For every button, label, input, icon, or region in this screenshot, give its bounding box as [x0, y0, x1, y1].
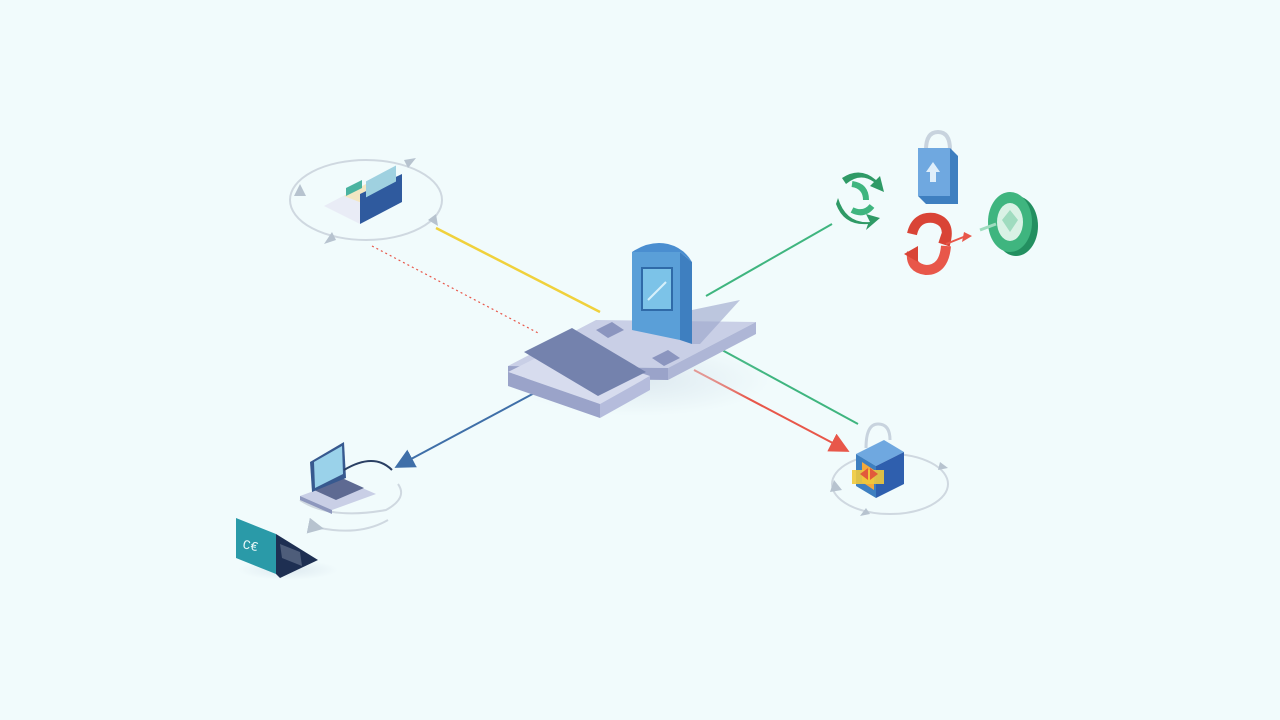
- dashboard-screen-icon: [324, 165, 402, 224]
- terminal-icon: C€: [236, 518, 318, 578]
- connection-dashboard-hub-red-dotted: [371, 245, 541, 335]
- secure-box-node: [830, 422, 949, 516]
- laptop-icon: [300, 442, 393, 514]
- sync-node: [836, 172, 884, 230]
- sync-arrows-icon: [836, 172, 884, 230]
- restore-arrows-icon: [904, 212, 972, 276]
- padlock-icon: [918, 129, 958, 204]
- central-server-icon: [508, 243, 770, 418]
- terminal-node: C€: [236, 518, 338, 580]
- dashboard-node: [289, 158, 443, 244]
- terminal-label: C€: [241, 537, 260, 555]
- cycle-ring: [299, 483, 402, 515]
- padlock-node: [918, 129, 958, 204]
- connection-hub-sync: [705, 223, 833, 297]
- restore-node: [904, 212, 972, 276]
- connection-dashboard-hub-yellow: [435, 226, 601, 314]
- shield-node: [979, 192, 1038, 256]
- connection-hub-laptop: [394, 389, 541, 468]
- secure-box-icon: [852, 422, 904, 498]
- shield-badge-icon: [979, 192, 1038, 256]
- laptop-node: [299, 442, 402, 534]
- cycle-ring: [289, 159, 443, 241]
